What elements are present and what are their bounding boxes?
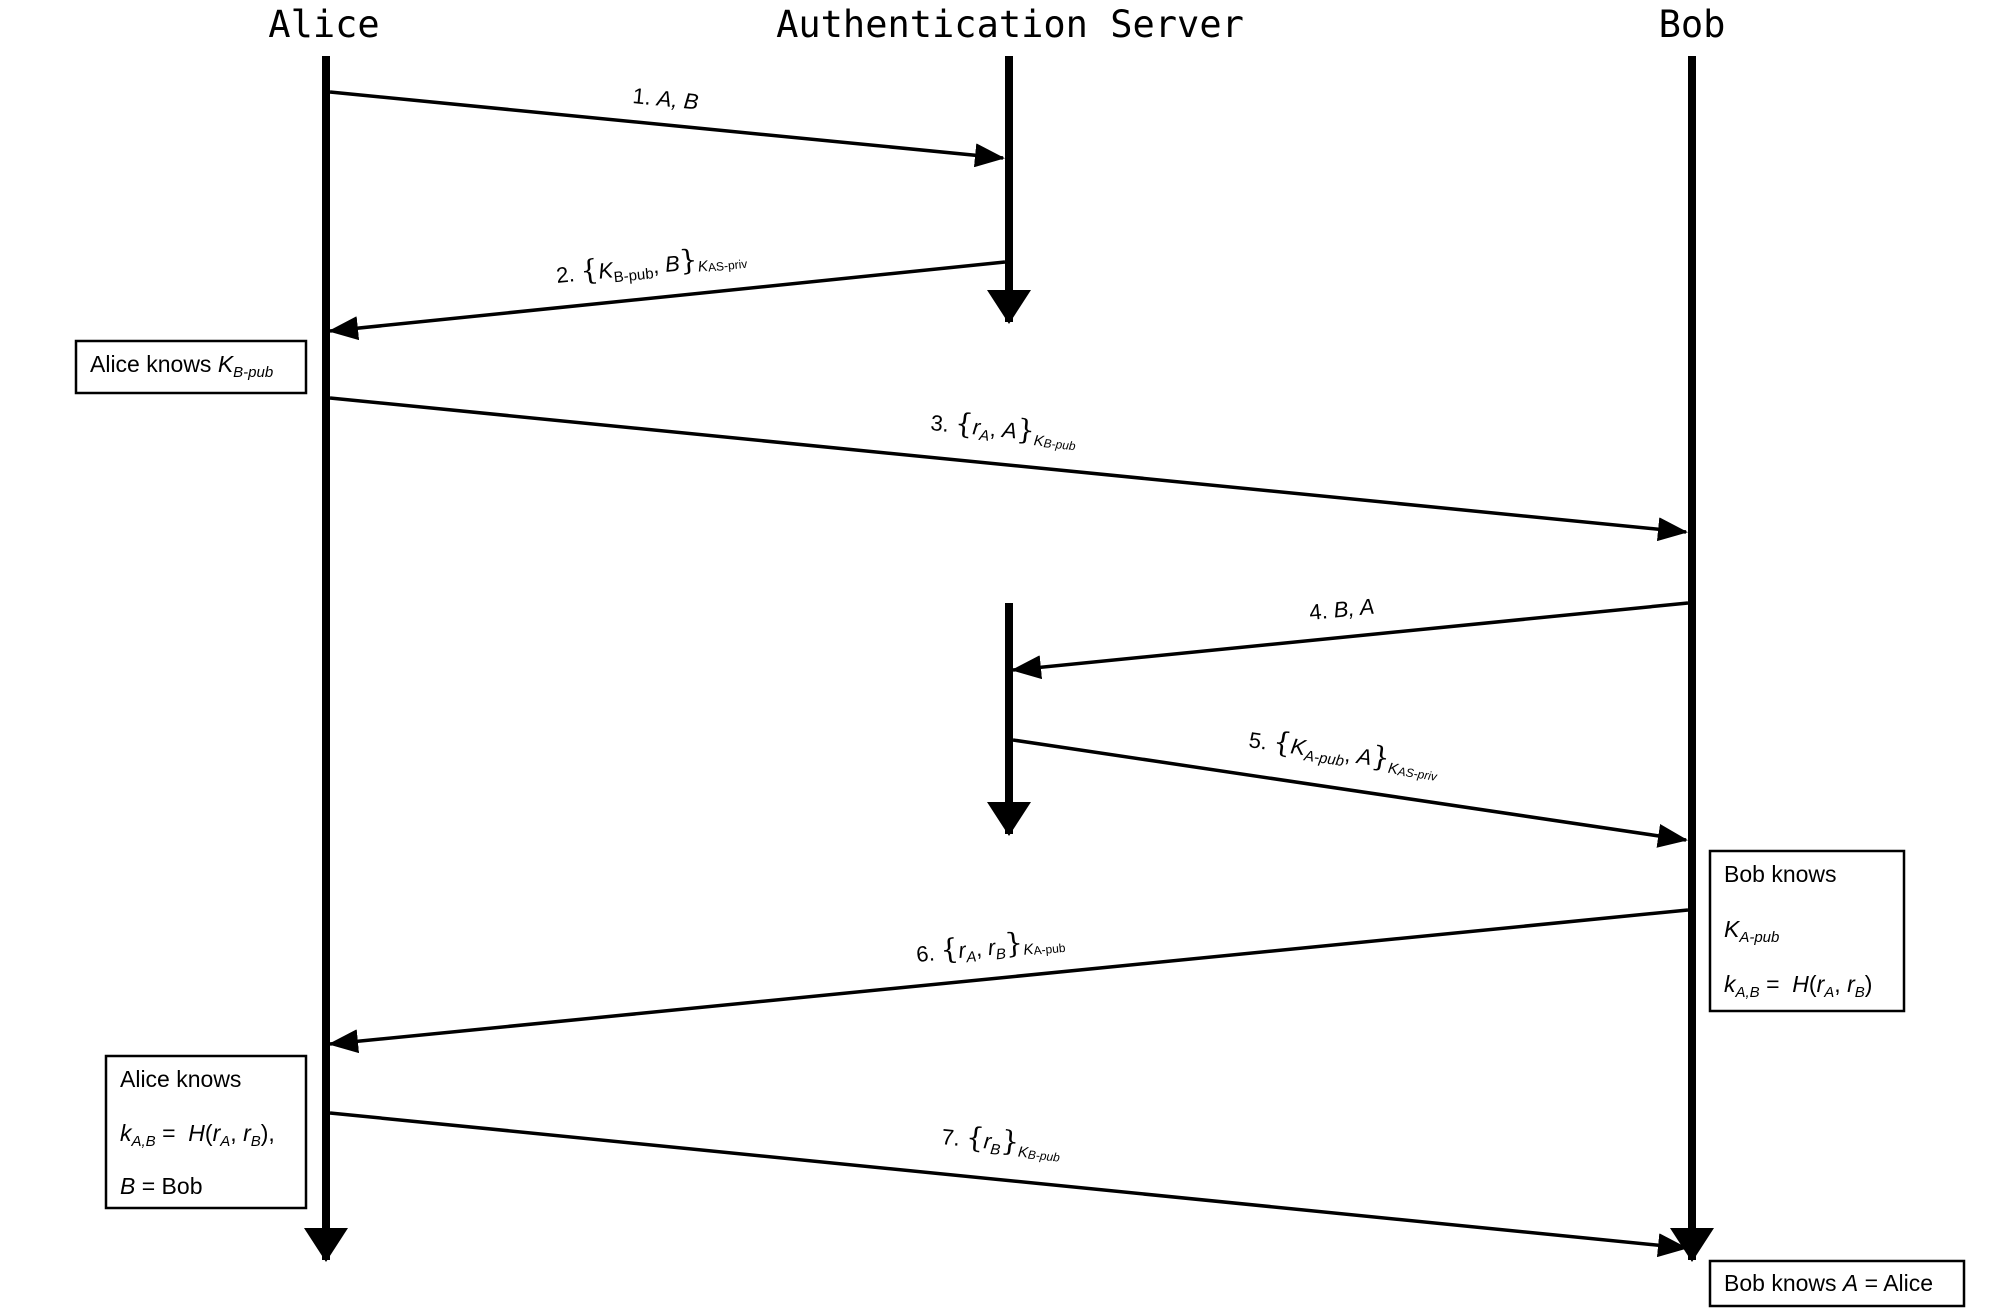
message-7-arrow xyxy=(329,1111,1688,1258)
message-3-arrow xyxy=(329,396,1688,542)
message-3-label: 3. {rA, A}KB-pub xyxy=(929,404,1078,453)
note-bob-knows-title: Bob knows xyxy=(1724,861,1837,887)
actor-authentication-server: Authentication Server xyxy=(776,3,1244,46)
note-bob-knows xyxy=(1708,849,1906,1013)
message-2-label: 2. {KB-pub, B}KAS-priv xyxy=(554,238,748,292)
note-alice-knows-kbpub xyxy=(74,339,308,395)
actor-bob: Bob xyxy=(1659,3,1726,46)
note-alice-knows-final-b: B = Bob xyxy=(120,1173,202,1199)
note-alice-knows-final-kab: kA,B = H(rA, rB), xyxy=(120,1120,275,1150)
message-5-arrow xyxy=(1012,738,1688,848)
note-bob-knows-final xyxy=(1708,1259,1966,1308)
note-bob-knows-final-text: Bob knows A = Alice xyxy=(1724,1270,1933,1296)
message-1-arrow xyxy=(329,90,1005,168)
note-bob-knows-kab: kA,B = H(rA, rB) xyxy=(1724,971,1872,1001)
message-2-arrow xyxy=(328,260,1006,341)
actor-alice: Alice xyxy=(268,3,379,46)
message-6-label: 6. {rA, rB}KA-pub xyxy=(915,922,1067,971)
message-5-label: 5. {KA-pub, A}KAS-priv xyxy=(1247,721,1442,784)
message-6-arrow xyxy=(328,908,1689,1054)
message-7-label: 7. {rB}KB-pub xyxy=(940,1118,1063,1165)
note-alice-knows-kbpub-text: Alice knows KB-pub xyxy=(90,351,273,381)
note-alice-knows-final xyxy=(104,1054,308,1210)
message-4-arrow xyxy=(1011,601,1689,680)
message-4-label: 4. B, A xyxy=(1308,594,1375,625)
note-bob-knows-kapub: KA-pub xyxy=(1724,916,1779,946)
message-1-label: 1. A, B xyxy=(632,83,700,114)
note-alice-knows-final-title: Alice knows xyxy=(120,1066,241,1092)
